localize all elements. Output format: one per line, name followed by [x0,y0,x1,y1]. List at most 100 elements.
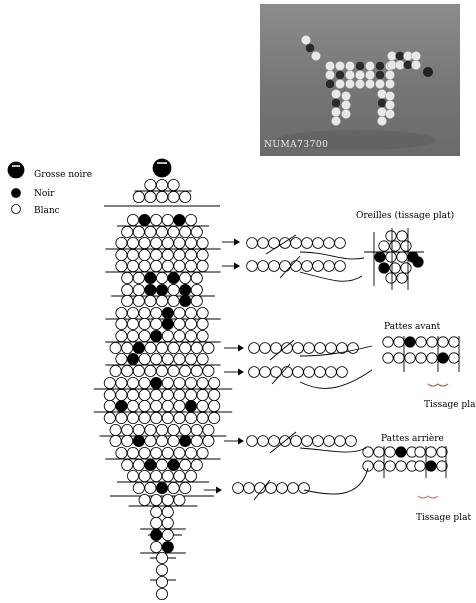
white-bead [246,237,258,249]
white-bead [436,446,448,458]
white-bead [173,352,186,365]
white-bead [155,271,168,284]
white-bead [150,213,163,226]
white-bead [362,460,374,472]
thread-line [299,271,363,282]
photo-light-bead [341,109,351,119]
black-bead [173,213,186,226]
white-bead [184,236,197,249]
white-bead [336,366,348,378]
white-bead [325,342,337,354]
black-bead [155,283,168,296]
white-bead [144,434,157,447]
white-bead [385,272,397,284]
black-bead [150,376,163,389]
white-bead [385,230,397,242]
white-bead [11,204,21,214]
white-bead [109,434,122,447]
white-bead [161,213,174,226]
thread-line [279,255,301,279]
white-bead [173,329,186,342]
white-bead [426,352,438,364]
white-bead [173,411,186,424]
white-bead [121,364,134,377]
white-bead [173,388,186,401]
white-bead [323,435,335,447]
white-bead [161,388,174,401]
white-bead [138,469,151,482]
black-bead [138,213,151,226]
white-bead [103,411,116,424]
white-bead [155,552,168,565]
white-bead [155,423,168,436]
white-bead [167,283,180,296]
white-bead [184,469,197,482]
white-bead [347,342,359,354]
black-bead [11,188,21,198]
white-bead [132,481,145,494]
thread-line [271,363,291,385]
legend-white-label: Blanc [34,206,60,216]
white-bead [167,190,180,203]
black-bead [144,458,157,471]
white-bead [121,271,134,284]
white-bead [161,352,174,365]
black-bead [404,336,416,348]
white-bead [138,248,151,261]
thread-line [299,447,367,453]
white-bead [127,306,140,319]
white-bead [312,260,324,272]
white-bead [121,423,134,436]
white-bead [150,317,163,330]
photo-light-bead [385,79,395,89]
white-bead [115,236,128,249]
white-bead [150,469,163,482]
white-bead [155,341,168,354]
white-bead [426,336,438,348]
photo-light-bead [311,51,321,61]
black-bead [150,329,163,342]
black-bead [7,161,25,179]
thread-line [303,467,369,495]
white-bead [155,576,168,589]
white-bead [400,240,412,252]
black-bead [437,352,449,364]
thread-line [299,251,365,260]
weave-bracket-red [427,383,449,387]
white-bead [167,364,180,377]
white-bead [161,411,174,424]
white-bead [334,237,346,249]
white-bead [325,366,337,378]
white-bead [190,434,203,447]
white-bead [138,493,151,506]
white-bead [155,294,168,307]
white-bead [184,306,197,319]
black-bead [155,481,168,494]
black-bead [132,341,145,354]
white-bead [190,271,203,284]
photo-light-bead [301,35,311,45]
thread-line [299,345,373,357]
white-bead [138,306,151,319]
white-bead [155,458,168,471]
white-bead [301,260,313,272]
white-bead [127,248,140,261]
white-bead [132,294,145,307]
legend-big-black-label: Grosse noire [34,170,93,180]
white-bead [115,388,128,401]
white-bead [202,341,215,354]
white-bead [184,329,197,342]
white-bead [144,481,157,494]
white-bead [132,458,145,471]
white-bead [138,352,151,365]
photo-watermark: NUMA73700 [264,140,329,150]
white-bead [150,446,163,459]
legend [7,161,25,214]
white-bead [290,260,302,272]
photo-light-bead [377,116,387,126]
black-bead [161,317,174,330]
front-legs-pattern [248,336,460,378]
white-bead [161,517,174,530]
